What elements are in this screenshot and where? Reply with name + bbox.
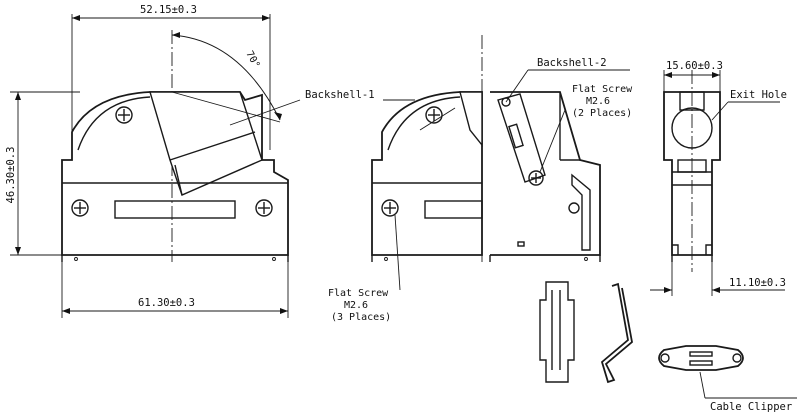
screw-icon [528, 170, 544, 186]
label-exit-hole: Exit Hole [730, 89, 787, 101]
exit-hole-icon [671, 107, 713, 149]
dim-side-width: 15.60±0.3 [666, 60, 723, 72]
dim-angle: 70° [243, 49, 261, 70]
label-flat-screw-2-line1: Flat Screw [572, 84, 633, 95]
middle-view [371, 35, 601, 262]
leader-lines [229, 69, 797, 399]
clip-part [539, 281, 575, 383]
label-flat-screw-3-line3: (3 Places) [331, 312, 391, 323]
label-flat-screw-3-line2: M2.6 [344, 300, 368, 311]
screw-icon [381, 199, 399, 217]
screw-icon [255, 199, 273, 217]
backshell-2-part [489, 91, 601, 262]
label-cable-clipper: Cable Clipper [710, 401, 792, 413]
label-flat-screw-3-line1: Flat Screw [328, 288, 389, 299]
label-flat-screw-2-line3: (2 Places) [572, 108, 632, 119]
side-view [650, 70, 785, 296]
screw-icon [425, 106, 443, 124]
dim-bottom-width: 61.30±0.3 [138, 297, 195, 309]
spring-part [600, 282, 633, 384]
screw-icon [115, 106, 133, 124]
dim-top-width: 52.15±0.3 [140, 4, 197, 16]
tilted-cover [149, 91, 263, 196]
dim-side-bottom: 11.10±0.3 [729, 277, 786, 289]
label-backshell-1: Backshell-1 [305, 89, 375, 101]
dim-height: 46.30±0.3 [5, 147, 17, 204]
front-view [10, 14, 289, 318]
label-backshell-2: Backshell-2 [537, 57, 607, 69]
label-flat-screw-2-line2: M2.6 [586, 96, 610, 107]
screw-icon [71, 199, 89, 217]
cable-clipper-part [658, 345, 744, 371]
